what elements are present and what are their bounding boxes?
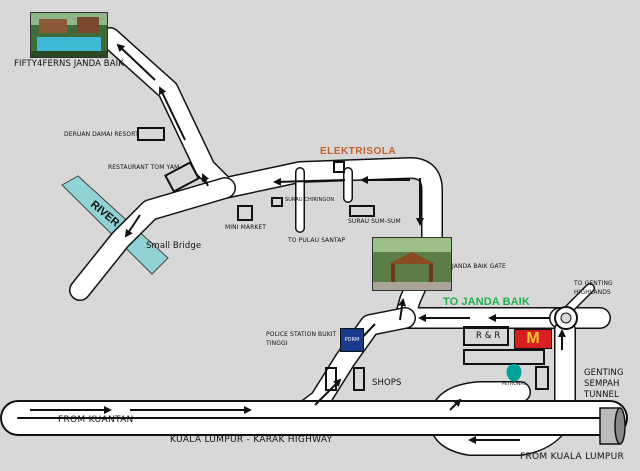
- police-label: POLICE STATION BUKIT TINGGI: [266, 331, 337, 347]
- resort-photo: [30, 12, 108, 58]
- police-badge-icon: PDRM: [340, 328, 364, 352]
- small-bridge-label: Small Bridge: [146, 241, 202, 251]
- highway-label: KUALA LUMPUR - KARAK HIGHWAY: [170, 435, 333, 445]
- mcdonalds-logo: M: [514, 329, 552, 349]
- tunnel-icon: [599, 407, 626, 445]
- petronas-icon: [506, 364, 522, 382]
- gate-photo: [372, 237, 452, 291]
- resort-label: FIFTY4FERNS JANDA BAIK: [14, 59, 124, 69]
- to-janda-baik-label: TO JANDA BAIK: [443, 296, 530, 308]
- minimarket-label: MINI MARKET: [225, 224, 267, 231]
- deruan-label: DERUAN DAMAI RESORT: [64, 131, 139, 138]
- rr-label: R & R: [476, 331, 501, 341]
- from-kl-label: FROM KUALA LUMPUR: [520, 452, 625, 462]
- elektrisola-label: ELEKTRISOLA: [320, 146, 397, 157]
- tunnel-label: GENTING SEMPAH TUNNEL: [584, 368, 624, 400]
- police-badge-text: PDRM: [344, 337, 360, 343]
- gate-label: JANDA BAIK GATE: [452, 263, 506, 270]
- from-kuantan-label: FROM KUANTAN: [58, 415, 134, 425]
- to-genting-label: TO GENTING HIGHLANDS: [574, 280, 613, 296]
- petronas-text: PETRONAS: [501, 382, 527, 387]
- surau-chiringon-label: SURAU CHIRINGON: [285, 197, 335, 203]
- pulau-santap-label: TO PULAU SANTAP: [288, 237, 346, 244]
- tomyam-label: RESTAURANT TOM YAM: [108, 164, 180, 171]
- mcdonalds-text: M: [526, 330, 540, 347]
- surau-sum-label: SURAU SUM-SUM: [348, 218, 401, 225]
- buildings: [137, 127, 549, 391]
- petronas-logo: PETRONAS: [496, 362, 532, 388]
- shops-label: SHOPS: [372, 378, 402, 388]
